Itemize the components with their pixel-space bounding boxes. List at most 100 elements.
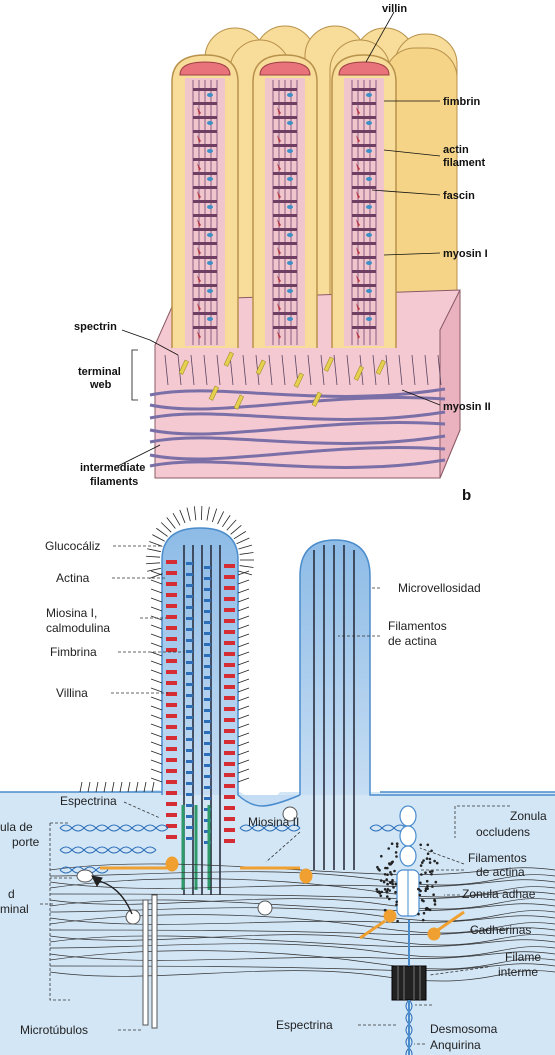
glycocalyx-hair bbox=[238, 679, 249, 683]
fimbrin-crosslink bbox=[193, 158, 217, 161]
glycocalyx-hair bbox=[112, 782, 114, 792]
fascin-mark bbox=[287, 317, 293, 321]
fimbrin-crosslink bbox=[273, 116, 297, 119]
label-espectrina-bottom: Espectrina bbox=[276, 1018, 333, 1032]
fimbrin-bar bbox=[204, 643, 211, 646]
myosin-i-bar bbox=[166, 791, 177, 795]
fimbrin-crosslink bbox=[352, 284, 376, 287]
fimbrin-bar bbox=[186, 738, 193, 741]
label-fimbrin: fimbrin bbox=[443, 96, 481, 108]
fimbrin-bar bbox=[204, 731, 211, 734]
fimbrin-bar bbox=[186, 617, 193, 620]
label-spectrin: spectrin bbox=[74, 321, 117, 333]
adherens-dot bbox=[433, 860, 436, 863]
adherens-dot bbox=[426, 885, 429, 888]
adherens-dot bbox=[384, 888, 387, 891]
fimbrin-bar bbox=[186, 760, 193, 763]
label-intermediate-line1: intermediate bbox=[80, 462, 145, 474]
glycocalyx-hair bbox=[218, 511, 224, 524]
glycocalyx-hair bbox=[147, 568, 161, 571]
glycocalyx-hair bbox=[151, 733, 162, 737]
glycocalyx-hair bbox=[240, 566, 254, 568]
fimbrin-bar bbox=[204, 577, 211, 580]
glycocalyx-hair bbox=[151, 643, 162, 647]
fimbrin-bar bbox=[204, 775, 211, 778]
fimbrin-crosslink bbox=[273, 326, 297, 329]
glycocalyx-hair bbox=[151, 634, 162, 638]
label-fascin: fascin bbox=[443, 190, 475, 202]
label-filamentos-line2: de actina bbox=[388, 634, 437, 648]
glycocalyx-hair bbox=[238, 688, 249, 692]
fascin-mark bbox=[287, 177, 293, 181]
fimbrin-crosslink bbox=[193, 256, 217, 259]
fimbrin-crosslink bbox=[193, 284, 217, 287]
glycocalyx-hair bbox=[151, 751, 162, 755]
adherens-dot bbox=[378, 892, 381, 895]
glycocalyx-hair bbox=[238, 643, 249, 647]
fimbrin-bar bbox=[204, 566, 211, 569]
fascin-mark bbox=[207, 149, 213, 153]
myosin-i-bar bbox=[166, 560, 177, 564]
adherens-dot bbox=[388, 862, 391, 865]
label-vesicula-line2: porte bbox=[12, 835, 40, 849]
myosin-i-bar bbox=[224, 784, 235, 788]
fimbrin-bar bbox=[204, 599, 211, 602]
glycocalyx-hair bbox=[151, 769, 162, 773]
myosin-i-bar bbox=[166, 769, 177, 773]
adherens-dot bbox=[436, 862, 439, 865]
fascin-mark bbox=[287, 289, 293, 293]
fimbrin-crosslink bbox=[193, 298, 217, 301]
glycocalyx-hair bbox=[151, 589, 162, 593]
fimbrin-bar bbox=[186, 562, 193, 565]
myosin-i-bar bbox=[224, 575, 235, 579]
fimbrin-crosslink bbox=[193, 270, 217, 273]
myosin-i-bar bbox=[166, 714, 177, 718]
myosin-i-bar bbox=[166, 835, 177, 839]
adherens-dot bbox=[380, 895, 383, 898]
glycocalyx-hair bbox=[151, 625, 162, 629]
label-cadherinas: Cadherinas bbox=[470, 923, 531, 937]
fascin-mark bbox=[287, 233, 293, 237]
fimbrin-crosslink bbox=[273, 270, 297, 273]
adherens-dot bbox=[387, 847, 390, 850]
myosin-i-bar bbox=[224, 806, 235, 810]
glycocalyx-hair bbox=[156, 528, 167, 536]
myosin-i-bar bbox=[166, 593, 177, 597]
glycocalyx-hair bbox=[151, 778, 162, 782]
label-myosin2: myosin II bbox=[443, 401, 491, 413]
adherens-dot bbox=[380, 879, 383, 882]
label-filamentos-line1: Filamentos bbox=[388, 619, 447, 633]
label-miosina-line1: Miosina I, bbox=[46, 606, 97, 620]
label-vesicula-line1: ula de bbox=[0, 820, 33, 834]
fimbrin-crosslink bbox=[352, 116, 376, 119]
glycocalyx-hair bbox=[151, 661, 162, 665]
fimbrin-bar bbox=[204, 698, 211, 701]
adherens-dot bbox=[389, 881, 392, 884]
glycocalyx-hair bbox=[88, 782, 90, 792]
adherens-dot bbox=[386, 891, 389, 894]
fimbrin-bar bbox=[186, 815, 193, 818]
glycocalyx-hair bbox=[238, 697, 249, 701]
fascin-mark bbox=[287, 149, 293, 153]
fimbrin-bar bbox=[186, 705, 193, 708]
fimbrin-crosslink bbox=[352, 186, 376, 189]
glycocalyx-hair bbox=[238, 715, 249, 719]
bottom-panel: Glucocáliz Actina Miosina I, calmodulina… bbox=[0, 506, 555, 1055]
fimbrin-crosslink bbox=[273, 312, 297, 315]
adherens-dot bbox=[427, 844, 430, 847]
myosin-i-bar bbox=[224, 619, 235, 623]
fimbrin-crosslink bbox=[193, 116, 217, 119]
fimbrin-crosslink bbox=[352, 158, 376, 161]
panel-letter: b bbox=[462, 487, 471, 504]
label-filame-line2: interme bbox=[498, 965, 538, 979]
adherens-dot bbox=[386, 895, 389, 898]
glycocalyx-hair bbox=[96, 782, 98, 792]
fimbrin-crosslink bbox=[193, 130, 217, 133]
fimbrin-bar bbox=[204, 654, 211, 657]
myosin-i-bar bbox=[166, 780, 177, 784]
myosin-i-bar bbox=[166, 637, 177, 641]
myosin-i-bar bbox=[224, 652, 235, 656]
myosin-i-bar bbox=[224, 663, 235, 667]
fimbrin-crosslink bbox=[273, 256, 297, 259]
